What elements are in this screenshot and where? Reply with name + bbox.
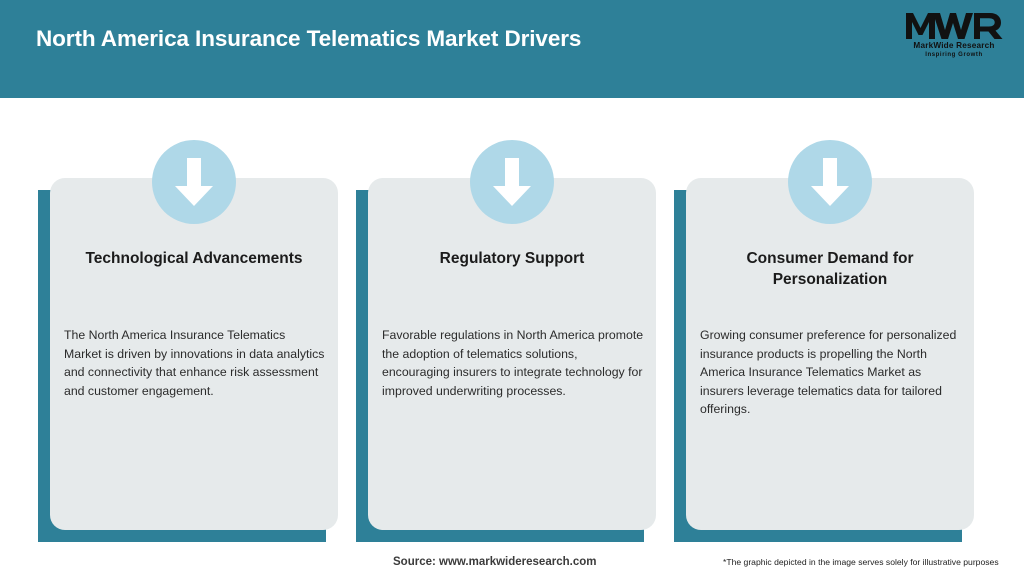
driver-card: Consumer Demand for Personalization Grow… [674, 140, 974, 542]
down-arrow-glyph [493, 158, 531, 206]
card-panel: Consumer Demand for Personalization Grow… [686, 140, 974, 530]
down-arrow-icon [152, 140, 236, 224]
driver-card: Regulatory Support Favorable regulations… [356, 140, 656, 542]
brand-logo: MarkWide Research Inspiring Growth [902, 8, 1006, 62]
logo-company-name: MarkWide Research [913, 41, 995, 50]
card-title: Technological Advancements [85, 250, 303, 267]
page-title: North America Insurance Telematics Marke… [36, 26, 582, 51]
drivers-card-grid: Technological Advancements The North Ame… [0, 98, 1024, 542]
driver-card: Technological Advancements The North Ame… [38, 140, 338, 542]
down-arrow-glyph [175, 158, 213, 206]
card-panel: Regulatory Support Favorable regulations… [368, 140, 656, 530]
card-title: Regulatory Support [439, 250, 585, 267]
card-description: The North America Insurance Telematics M… [64, 328, 325, 398]
mwr-logo-icon [906, 13, 1003, 39]
down-arrow-icon [788, 140, 872, 224]
card-panel: Technological Advancements The North Ame… [50, 140, 338, 530]
down-arrow-glyph [811, 158, 849, 206]
card-description: Growing consumer preference for personal… [700, 328, 957, 416]
card-title: Consumer Demand for Personalization [746, 250, 914, 288]
down-arrow-icon [470, 140, 554, 224]
card-description: Favorable regulations in North America p… [382, 328, 644, 398]
page-header: North America Insurance Telematics Marke… [0, 0, 1024, 98]
logo-tagline: Inspiring Growth [925, 52, 983, 58]
disclaimer-note: *The graphic depicted in the image serve… [723, 557, 999, 567]
source-label: Source: www.markwideresearch.com [393, 556, 597, 568]
